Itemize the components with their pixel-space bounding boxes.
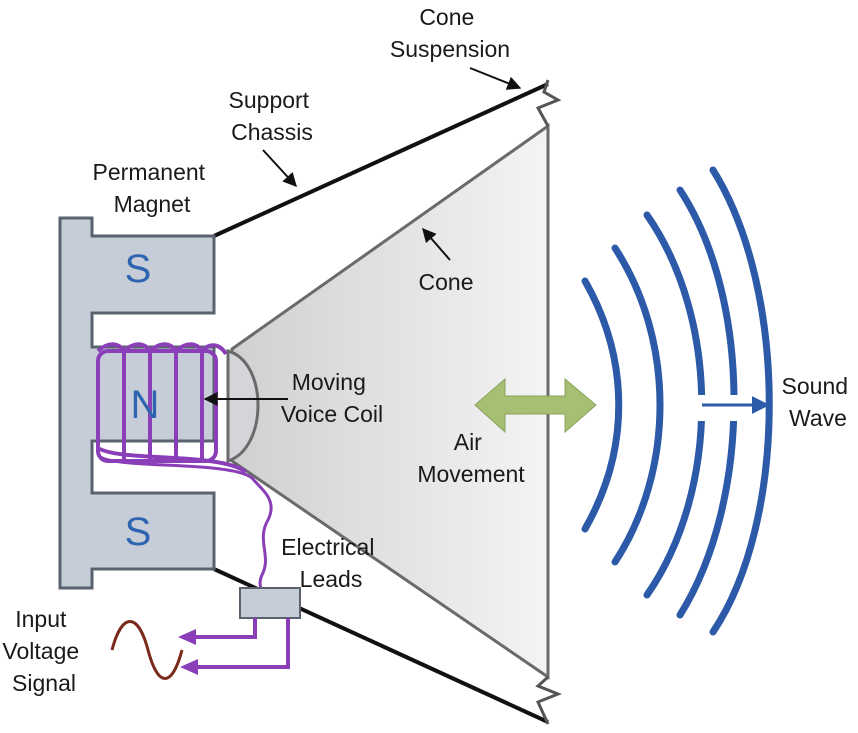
dust-cap [226,349,260,464]
voice-coil [96,342,228,463]
input-lead-1 [182,618,257,639]
label-cone-suspension: Cone Suspension [390,4,510,62]
label-permanent-magnet: Permanent Magnet [93,159,212,217]
label-air-movement: Air Movement [417,429,525,487]
input-lead-2 [185,618,290,669]
label-electrical-leads: Electrical Leads [281,534,381,592]
cone-suspension-top [535,79,562,127]
air-movement-arrow [474,377,597,434]
cone-suspension-pointer [469,67,522,90]
support-chassis-top [213,82,549,238]
pole-middle-label: N [131,383,160,427]
pole-top-label: S [125,247,152,291]
input-signal-icon [110,620,184,680]
label-support-chassis: Support Chassis [229,87,316,145]
support-chassis-pointer [262,149,297,188]
pole-bottom-label: S [125,510,152,554]
label-input-voltage-signal: Input Voltage Signal [2,606,85,696]
label-cone: Cone [419,269,474,295]
label-moving-voice-coil: Moving Voice Coil [281,369,383,427]
terminal-block [239,587,301,619]
label-sound-wave: Sound Wave [782,373,855,431]
coil-lead [96,453,273,599]
cone-suspension-bottom [535,675,563,725]
cone-pointer [422,227,451,261]
